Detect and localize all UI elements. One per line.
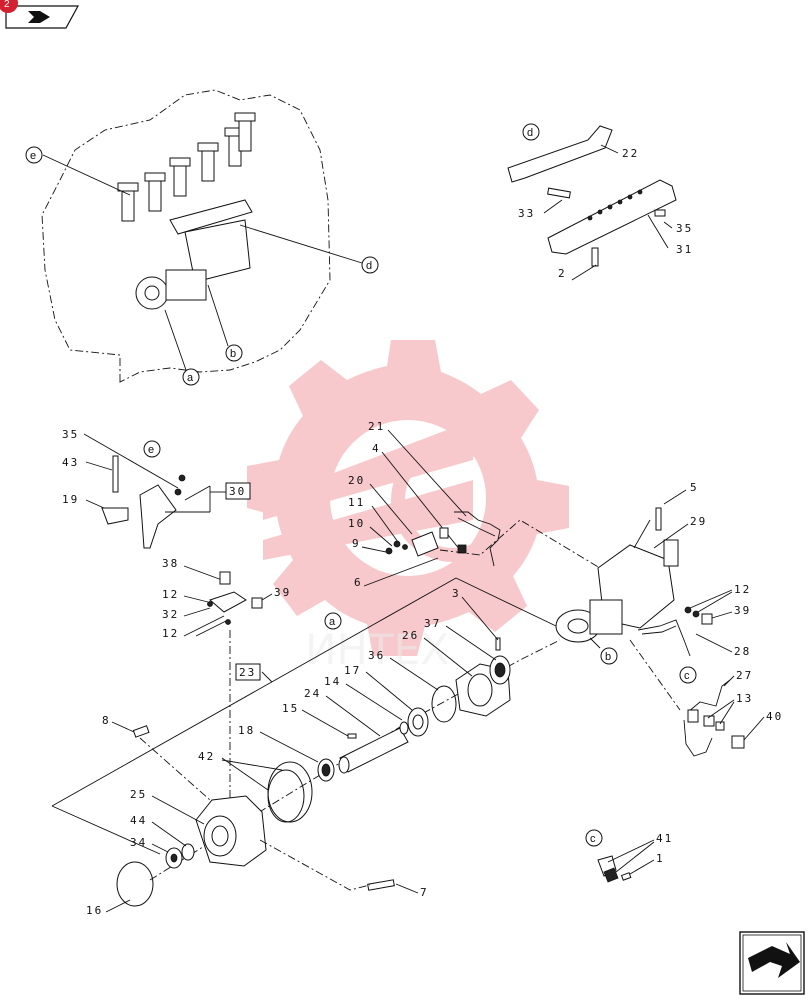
return-arrow-icon <box>28 11 50 23</box>
svg-text:39: 39 <box>274 586 291 599</box>
svg-text:6: 6 <box>354 576 363 589</box>
svg-text:d: d <box>366 260 372 272</box>
watermark: ИНТЕХ <box>247 340 569 674</box>
rail-detail: d 22 33 35 31 2 <box>507 123 693 281</box>
page-badge: 2 <box>0 0 18 13</box>
svg-text:35: 35 <box>676 222 693 235</box>
svg-text:31: 31 <box>676 243 693 256</box>
svg-text:2: 2 <box>558 267 567 280</box>
svg-text:1: 1 <box>656 852 665 865</box>
svg-text:14: 14 <box>324 675 341 688</box>
svg-text:a: a <box>329 616 336 628</box>
main-assembly: 23 a <box>51 577 561 917</box>
svg-text:7: 7 <box>420 886 429 899</box>
svg-text:e: e <box>148 444 154 456</box>
svg-text:11: 11 <box>348 496 365 509</box>
svg-text:5: 5 <box>690 481 699 494</box>
ref-box-23 <box>235 663 261 681</box>
svg-text:18: 18 <box>238 724 255 737</box>
svg-text:b: b <box>230 348 236 360</box>
svg-text:d: d <box>527 127 533 139</box>
svg-text:2: 2 <box>4 0 10 10</box>
return-pipe: 27 13 40 <box>683 669 783 757</box>
svg-text:25: 25 <box>130 788 147 801</box>
svg-text:43: 43 <box>62 456 79 469</box>
back-button[interactable] <box>5 5 80 29</box>
svg-text:19: 19 <box>62 493 79 506</box>
svg-text:12: 12 <box>734 583 751 596</box>
svg-text:28: 28 <box>734 645 751 658</box>
svg-text:24: 24 <box>304 687 321 700</box>
injector-detail: e 35 43 19 30 <box>62 428 251 549</box>
callout-e-top: e <box>25 146 131 196</box>
bracket-detail: 38 12 32 39 12 <box>162 557 291 830</box>
engine-overview <box>41 89 331 383</box>
fuel-line-detail: 21 4 20 11 10 9 6 <box>348 420 601 589</box>
injectors-row <box>117 112 256 222</box>
svg-text:9: 9 <box>352 537 361 550</box>
svg-text:41: 41 <box>656 832 673 845</box>
callout-a-top: a <box>164 309 200 386</box>
svg-text:37: 37 <box>424 617 441 630</box>
svg-text:26: 26 <box>402 629 419 642</box>
svg-text:15: 15 <box>282 702 299 715</box>
svg-text:21: 21 <box>368 420 385 433</box>
svg-text:36: 36 <box>368 649 385 662</box>
svg-text:38: 38 <box>162 557 179 570</box>
svg-text:e: e <box>30 150 36 162</box>
svg-text:42: 42 <box>198 750 215 763</box>
svg-text:17: 17 <box>344 664 361 677</box>
svg-text:b: b <box>605 651 611 663</box>
svg-text:32: 32 <box>162 608 179 621</box>
svg-text:44: 44 <box>130 814 147 827</box>
svg-text:16: 16 <box>86 904 103 917</box>
injection-pump: 5 29 b 12 39 28 c <box>555 481 751 711</box>
svg-text:c: c <box>684 670 690 682</box>
svg-text:13: 13 <box>736 692 753 705</box>
svg-text:a: a <box>187 372 194 384</box>
svg-text:12: 12 <box>162 627 179 640</box>
svg-text:12: 12 <box>162 588 179 601</box>
svg-text:10: 10 <box>348 517 365 530</box>
svg-text:22: 22 <box>622 147 639 160</box>
svg-text:4: 4 <box>372 442 381 455</box>
svg-text:20: 20 <box>348 474 365 487</box>
next-page-button[interactable] <box>739 931 805 995</box>
svg-text:c: c <box>590 833 596 845</box>
svg-text:39: 39 <box>734 604 751 617</box>
svg-text:8: 8 <box>102 714 111 727</box>
ref-box-30 <box>225 482 251 500</box>
svg-text:29: 29 <box>690 515 707 528</box>
svg-text:27: 27 <box>736 669 753 682</box>
svg-text:35: 35 <box>62 428 79 441</box>
svg-text:30: 30 <box>229 485 246 498</box>
clip-detail: c 41 1 <box>585 829 673 883</box>
svg-text:33: 33 <box>518 207 535 220</box>
callout-b-top: b <box>207 284 243 362</box>
svg-text:40: 40 <box>766 710 783 723</box>
svg-text:34: 34 <box>130 836 147 849</box>
callout-d-top: d <box>239 224 379 274</box>
svg-text:23: 23 <box>239 666 256 679</box>
next-arrow-icon <box>748 942 800 978</box>
svg-text:3: 3 <box>452 587 461 600</box>
